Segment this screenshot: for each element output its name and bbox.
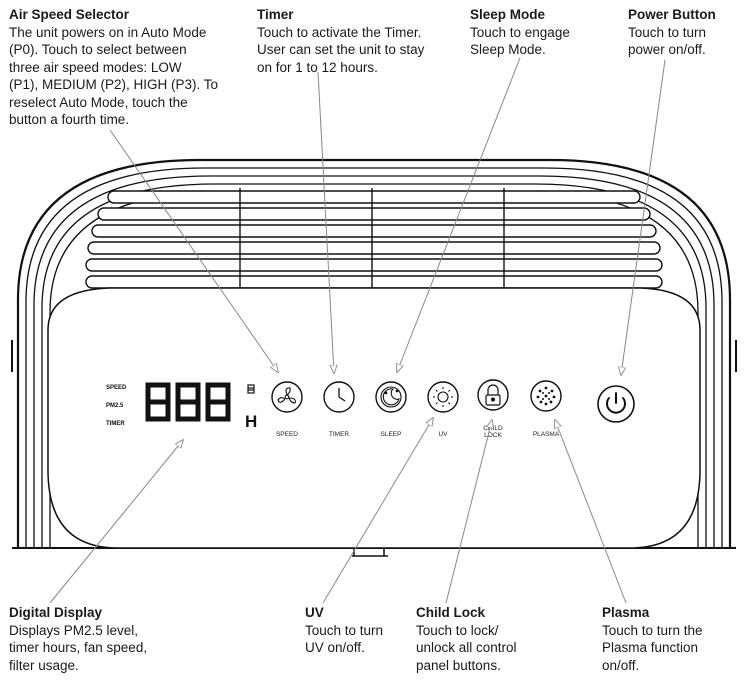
moon-icon — [380, 386, 402, 408]
power-arrow — [621, 59, 666, 375]
sleep-button-label: SLEEP — [381, 431, 402, 438]
display-arrow — [49, 440, 183, 604]
power-button[interactable] — [597, 385, 635, 423]
timer-button-label: TIMER — [329, 431, 350, 438]
sun-icon — [433, 387, 453, 407]
air-grille — [85, 188, 663, 292]
uv-button-label: UV — [438, 431, 448, 438]
lock-arrow — [445, 420, 492, 604]
timer-arrow — [317, 71, 334, 373]
child-lock-label-line1: CHILD — [483, 425, 503, 432]
callout-text: Touch to turn the Plasma function on/off… — [602, 622, 703, 673]
fan-icon — [277, 387, 296, 404]
seven-segment-digits — [145, 382, 231, 422]
plasma-button[interactable]: PLASMA — [530, 380, 562, 438]
callout-text: Displays PM2.5 level, timer hours, fan s… — [9, 622, 148, 673]
callout-arrows — [49, 57, 666, 604]
callout-sleep-mode: Sleep Mode Touch to engage Sleep Mode. — [470, 6, 610, 59]
display-label-pm25: PM2.5 — [106, 403, 124, 409]
display-label-speed: SPEED — [106, 385, 127, 391]
callout-air-speed-selector: Air Speed Selector The unit powers on in… — [9, 6, 249, 129]
callout-timer: Timer Touch to activate the Timer. User … — [257, 6, 457, 76]
callout-text: Touch to lock/ unlock all control panel … — [416, 622, 517, 673]
display-label-timer: TIMER — [106, 421, 125, 427]
callout-child-lock: Child Lock Touch to lock/ unlock all con… — [416, 604, 556, 674]
uv-arrow — [322, 418, 433, 604]
callout-text: Touch to activate the Timer. User can se… — [257, 24, 425, 75]
callout-text: The unit powers on in Auto Mode (P0). To… — [9, 24, 219, 128]
speed-arrow — [109, 129, 278, 372]
callout-text: Touch to engage Sleep Mode. — [470, 24, 570, 58]
uv-button[interactable]: UV — [427, 381, 459, 438]
callout-title: UV — [305, 605, 324, 620]
callout-power-button: Power Button Touch to turn power on/off. — [628, 6, 748, 59]
clock-icon — [338, 388, 346, 402]
callout-title: Child Lock — [416, 605, 486, 620]
callout-digital-display: Digital Display Displays PM2.5 level, ti… — [9, 604, 189, 674]
hours-unit-indicator: H — [245, 412, 257, 431]
digital-display: SPEED PM2.5 TIMER H — [106, 382, 257, 431]
callout-title: Power Button — [628, 7, 716, 22]
filter-icon — [247, 384, 255, 394]
plasma-button-label: PLASMA — [533, 431, 560, 438]
control-panel — [47, 287, 701, 549]
timer-button[interactable]: TIMER — [323, 381, 355, 438]
sleep-button[interactable]: SLEEP — [375, 381, 407, 438]
callout-title: Plasma — [602, 605, 650, 620]
speed-button[interactable]: SPEED — [271, 381, 303, 438]
callout-title: Air Speed Selector — [9, 7, 130, 22]
sleep-arrow — [397, 57, 521, 372]
speed-button-label: SPEED — [276, 431, 298, 438]
callout-title: Sleep Mode — [470, 7, 546, 22]
callout-title: Timer — [257, 7, 294, 22]
padlock-icon — [485, 384, 501, 406]
callout-text: Touch to turn power on/off. — [628, 24, 707, 58]
callout-uv: UV Touch to turn UV on/off. — [305, 604, 415, 657]
power-icon — [606, 392, 626, 414]
callout-title: Digital Display — [9, 605, 103, 620]
callout-text: Touch to turn UV on/off. — [305, 622, 384, 656]
child-lock-label-line2: LOCK — [484, 432, 502, 439]
callout-plasma: Plasma Touch to turn the Plasma function… — [602, 604, 742, 674]
plasma-arrow — [555, 420, 627, 604]
dots-icon — [536, 386, 556, 406]
